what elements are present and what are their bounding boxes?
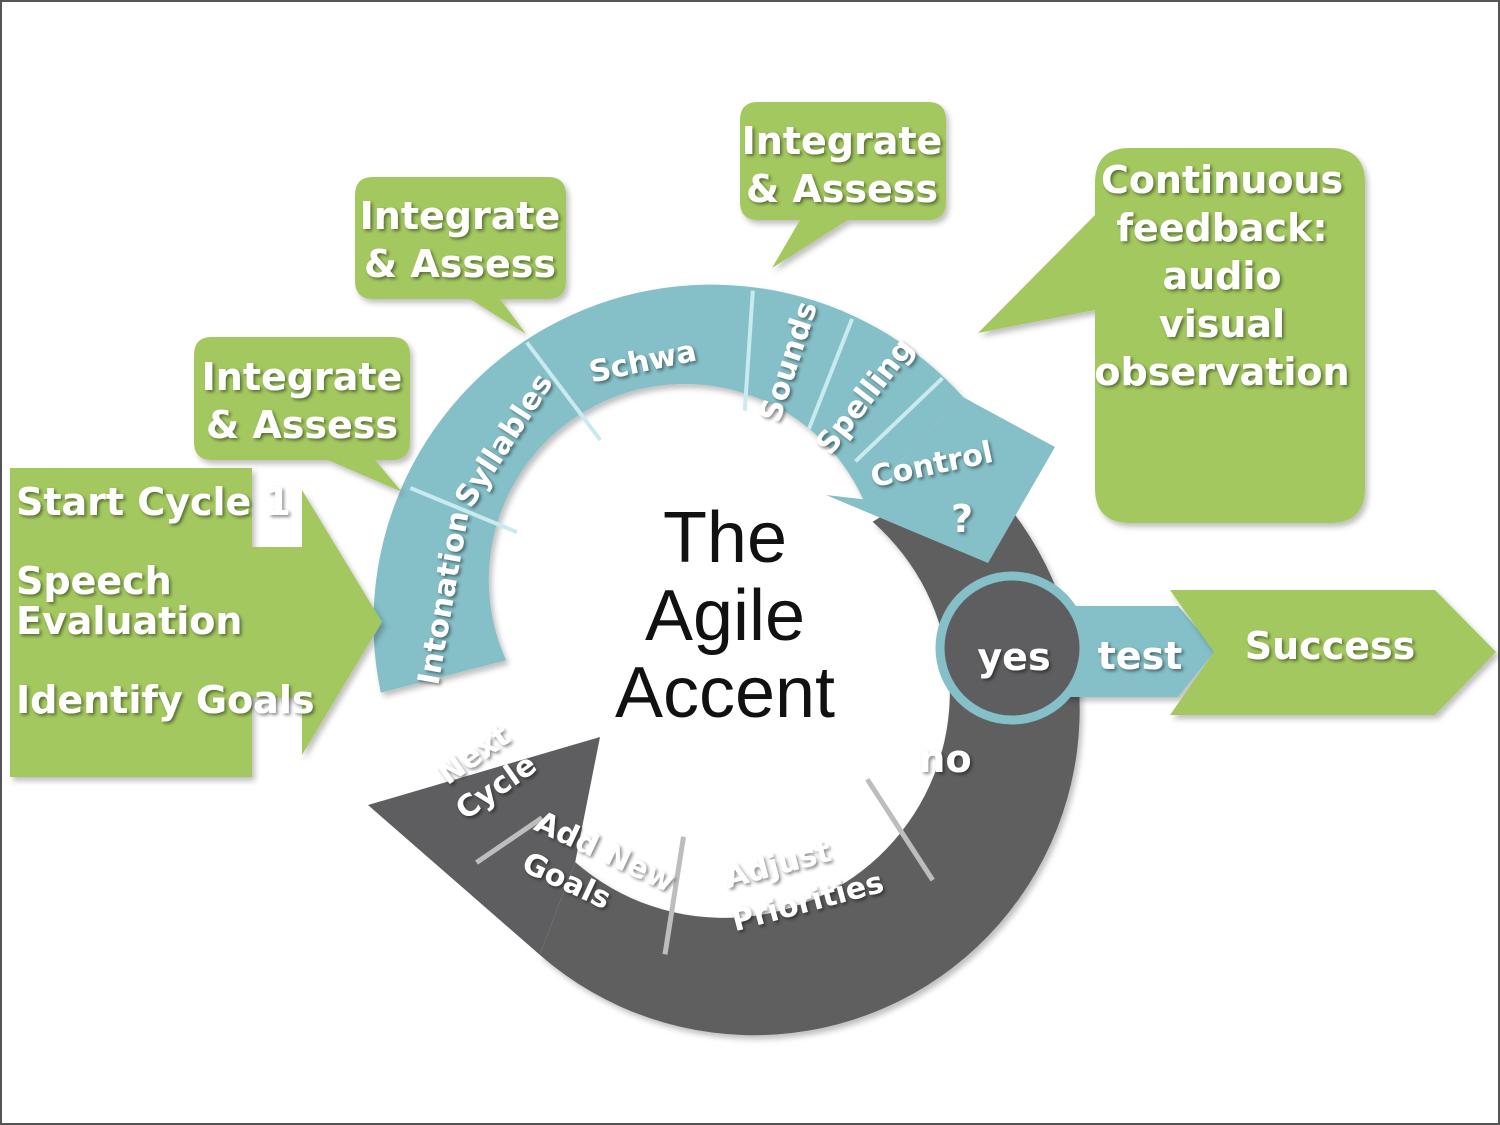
feedback-line-1: Continuous xyxy=(1101,158,1343,202)
decision-yes: yes xyxy=(977,635,1050,679)
callout-1-line2: & Assess xyxy=(206,403,398,447)
control-arrow xyxy=(826,397,1055,563)
control-question-mark: ? xyxy=(951,497,973,541)
callout-2-line1: Integrate xyxy=(360,194,561,238)
arc-divider xyxy=(854,376,944,463)
start-cycle-title: Start Cycle 1 xyxy=(16,480,291,524)
arc-divider xyxy=(742,290,755,411)
feedback-line-4: visual xyxy=(1159,302,1285,346)
speech-evaluation-line1: Speech xyxy=(16,559,172,603)
center-title-line1: The xyxy=(663,498,787,578)
callout-integrate-assess-2 xyxy=(355,177,566,334)
center-title-line3: Accent xyxy=(615,653,835,733)
loop-divider xyxy=(475,815,544,865)
callout-integrate-assess-1 xyxy=(194,337,410,492)
feedback-line-2: feedback: xyxy=(1116,206,1327,250)
next-cycle-arrow xyxy=(368,737,600,955)
test-label: test xyxy=(1098,634,1183,678)
arc-divider xyxy=(409,486,518,535)
callout-3-line1: Integrate xyxy=(742,119,943,163)
feedback-loop-band xyxy=(539,464,1080,1036)
practice-arc-band xyxy=(373,284,964,693)
callout-3-line2: & Assess xyxy=(746,167,938,211)
continuous-feedback-callout xyxy=(978,148,1365,523)
callout-2-line2: & Assess xyxy=(364,242,556,286)
speech-evaluation-line2: Evaluation xyxy=(16,599,242,643)
arc-divider xyxy=(807,318,854,430)
arc-divider xyxy=(525,341,602,442)
callout-integrate-assess-3 xyxy=(740,102,946,268)
yes-circle xyxy=(935,571,1089,725)
loop-divider xyxy=(865,777,935,882)
success-arrow xyxy=(1170,590,1496,715)
feedback-line-3: audio xyxy=(1162,254,1281,298)
decision-no: no xyxy=(918,737,971,781)
identify-goals: Identify Goals xyxy=(16,678,314,722)
success-label: Success xyxy=(1245,624,1415,668)
feedback-line-5: observation xyxy=(1094,350,1349,394)
center-title-line2: Agile xyxy=(645,576,805,656)
loop-divider xyxy=(662,836,686,955)
start-cycle-box xyxy=(10,468,382,777)
callout-1-line1: Integrate xyxy=(202,355,403,399)
